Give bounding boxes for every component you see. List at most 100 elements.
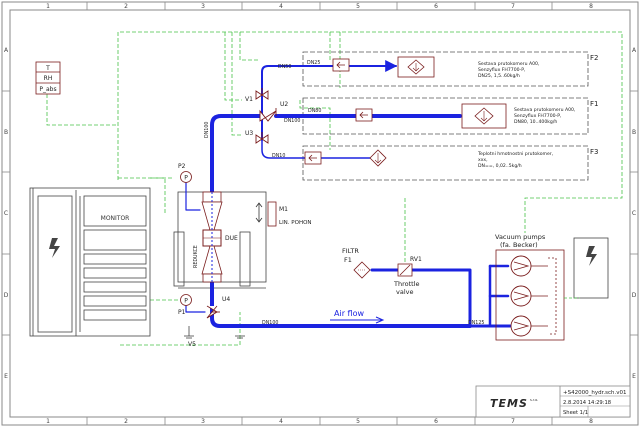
row-letter: D: [632, 292, 637, 299]
col-number: 8: [589, 3, 593, 10]
airflow-label: Air flow: [334, 309, 364, 318]
airflow-arrow: Air flow: [330, 309, 385, 324]
col-number: 3: [201, 418, 205, 425]
valve-v1-tag: V1: [245, 96, 253, 103]
ground-marks: [184, 326, 245, 339]
valve-u4[interactable]: [206, 305, 220, 319]
pipe-size-dn100-vertical: DN100: [204, 122, 210, 138]
col-number: 6: [434, 3, 438, 10]
valve-u3-tag: U3: [245, 130, 253, 137]
pipe-size-dn100: DN100: [284, 118, 300, 124]
col-number: 1: [46, 3, 50, 10]
dut-assembly: DUE REDUKCE: [193, 191, 238, 283]
company-logo: TEMS: [490, 397, 528, 410]
piping: [185, 60, 512, 328]
vacuum-pumps: Vacuum pumps (fa. Becker): [495, 233, 565, 341]
f1-desc: Sestava prutokomeru A00,: [514, 107, 576, 113]
row-letter: C: [632, 210, 636, 217]
pipe-size-dn125: DN125: [468, 320, 484, 326]
filter-tag: F1: [344, 256, 352, 264]
col-number: 1: [46, 418, 50, 425]
row-letter: A: [632, 47, 637, 54]
box-tag-f3: F3: [590, 148, 598, 156]
f1-desc: Senzyflux FH7700-P,: [514, 113, 562, 119]
f3-desc: Teplotni hmotnostni prutokomer,: [477, 151, 554, 157]
col-number: 4: [279, 3, 283, 10]
col-number: 8: [589, 418, 593, 425]
pump-controller: [564, 237, 609, 299]
reduction-label: REDUKCE: [193, 245, 199, 268]
throttle-line1: Throttle: [393, 280, 420, 288]
col-number: 2: [124, 418, 128, 425]
row-letter: E: [632, 373, 636, 380]
signal-wiring: [46, 31, 623, 346]
col-number: 4: [279, 418, 283, 425]
monitor-label: MONITOR: [101, 215, 130, 222]
f2-desc: Senzyflux FH7700-P,: [478, 67, 526, 73]
col-number: 5: [356, 3, 360, 10]
pressure-sensor-p2: P P2: [178, 163, 192, 183]
transmitter-f1: [461, 103, 507, 129]
f3-desc: DN==, 0,02..5kg/h: [478, 163, 522, 169]
col-number: 7: [511, 418, 515, 425]
pressure-sensor-p1: P P1: [178, 294, 192, 316]
row-letter: C: [4, 210, 8, 217]
f2-desc: DN25, 1,5..60kg/h: [478, 73, 520, 79]
col-number: 6: [434, 418, 438, 425]
flowmeter-boxes: [302, 51, 589, 181]
valve-u2[interactable]: [259, 108, 277, 122]
valve-u4-tag: U4: [222, 296, 230, 303]
valve-u2-tag: U2: [280, 101, 288, 108]
meas-temperature: T: [45, 65, 50, 72]
col-number: 2: [124, 3, 128, 10]
linear-drive: M1 LIN. POHON: [255, 201, 312, 227]
col-number: 7: [511, 3, 515, 10]
row-letter: A: [4, 47, 9, 54]
sheet-number: Sheet 1/1: [563, 410, 588, 416]
f2-desc: Sestava prutokomeru A00,: [478, 61, 540, 67]
m1-desc: LIN. POHON: [279, 220, 312, 226]
f1-desc: DN80, 10..400kg/h: [514, 119, 557, 125]
row-letter: B: [4, 129, 8, 136]
meas-humidity: RH: [44, 75, 53, 82]
valve-v5-tag: V5: [188, 341, 196, 348]
pipe-size-dn100-bottom: DN100: [262, 320, 278, 326]
row-letter: B: [632, 129, 636, 136]
file-name: +S42000_hydr.sch.v01: [563, 390, 626, 396]
pipe-size-dn50: DN50: [278, 64, 291, 70]
valve-u3[interactable]: [255, 132, 269, 144]
rv1-tag: RV1: [410, 256, 422, 263]
transmitter-f2: [397, 56, 435, 78]
meas-pressure: P_abs: [39, 86, 56, 93]
flow-element-arrows: [308, 61, 368, 162]
filter-f1: FILTR F1: [342, 247, 371, 279]
col-number: 5: [356, 418, 360, 425]
sensor-p1-tag: P1: [178, 309, 186, 316]
m1-tag: M1: [279, 206, 288, 213]
pipe-size-dn10: DN10: [272, 153, 285, 159]
pumps-subtitle: (fa. Becker): [500, 241, 538, 249]
throttle-line2: valve: [396, 288, 413, 296]
test-chamber: [173, 191, 267, 289]
file-date: 2.8.2014 14:29:18: [563, 400, 611, 406]
row-letter: E: [4, 373, 8, 380]
pipe-size-dn80: DN80: [308, 108, 321, 114]
company-logo-suffix: s.r.o.: [530, 398, 538, 402]
pumps-title: Vacuum pumps: [495, 233, 546, 241]
throttle-valve-rv1[interactable]: RV1 Throttle valve: [393, 256, 422, 296]
sensor-p-symbol: P: [184, 298, 188, 305]
dut-label: DUE: [225, 235, 238, 242]
pipe-size-dn25: DN25: [307, 60, 320, 66]
control-cabinet: [29, 187, 151, 337]
transmitter-f3: [369, 149, 387, 167]
sensor-p2-tag: P2: [178, 163, 186, 170]
row-letter: D: [4, 292, 9, 299]
filter-title: FILTR: [342, 247, 359, 255]
title-block: TEMS s.r.o. +S42000_hydr.sch.v01 2.8.201…: [475, 385, 631, 418]
box-tag-f2: F2: [590, 54, 598, 62]
valve-v1[interactable]: [255, 88, 269, 100]
sensor-p-symbol: P: [184, 175, 188, 182]
f3-desc: xxx,: [478, 158, 488, 163]
